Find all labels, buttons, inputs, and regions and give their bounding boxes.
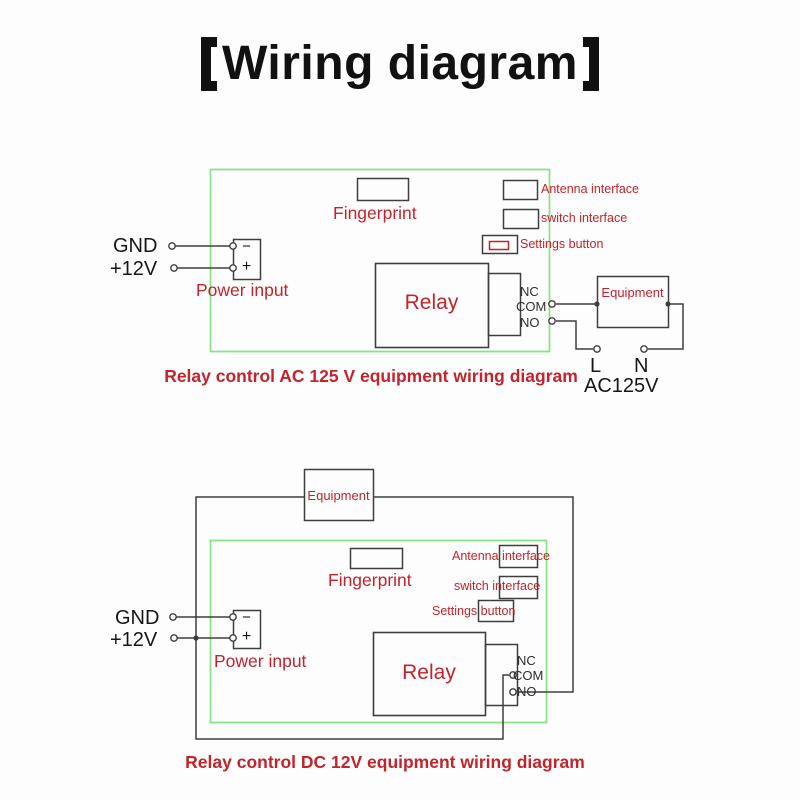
- dc-board-outline: [209, 539, 548, 724]
- ac-line-n-label: N: [634, 355, 649, 377]
- dc-power-input-label: Power input: [214, 651, 307, 671]
- dc-gnd-label: GND: [115, 607, 160, 629]
- ac-settings-box: [481, 234, 519, 255]
- ac-caption: Relay control AC 125 V equipment wiring …: [164, 366, 578, 386]
- ac-antenna-box: [502, 179, 539, 201]
- ac-equipment-label: Equipment: [601, 285, 664, 300]
- dc-12v-terminal: [170, 634, 178, 642]
- ac-antenna-label: Antenna interface: [541, 182, 639, 196]
- dc-nc-label: NC: [517, 653, 536, 668]
- ac-line-l-label: L: [590, 355, 602, 377]
- dc-equipment-label: Equipment: [307, 488, 370, 503]
- ac-equipment-to-n-wire: [648, 303, 684, 350]
- ac-minus-sign: −: [242, 238, 251, 255]
- dc-com-label: COM: [513, 668, 544, 683]
- ac-12v-label: +12V: [110, 258, 158, 280]
- dc-12v-label: +12V: [110, 629, 158, 651]
- ac-nc-label: NC: [520, 284, 539, 299]
- ac-plus-sign: +: [241, 258, 252, 275]
- dc-minus-sign: −: [242, 609, 251, 626]
- dc-plus-sign: +: [241, 628, 252, 645]
- dc-settings-label: Settings button: [432, 604, 516, 618]
- page-title: Wiring diagram: [0, 36, 800, 91]
- dc-relay-label: Relay: [402, 661, 456, 684]
- dc-no-label: NO: [517, 684, 537, 699]
- ac-voltage-label: AC125V: [584, 375, 659, 397]
- ac-power-input-label: Power input: [196, 280, 289, 300]
- ac-relay-label: Relay: [404, 291, 459, 314]
- ac-no-label: NO: [520, 315, 540, 330]
- ac-settings-label: Settings button: [520, 237, 604, 251]
- ac-junction-dot: [594, 301, 600, 307]
- ac-settings-button-icon: [488, 240, 510, 251]
- ac-com-label: COM: [516, 299, 547, 314]
- dc-junction-dot: [193, 635, 199, 641]
- left-lenticular-bracket-icon: [201, 36, 218, 91]
- dc-switch-label: switch interface: [454, 579, 541, 593]
- ac-switch-label: switch interface: [541, 211, 628, 225]
- ac-com-terminal: [548, 300, 556, 308]
- dc-antenna-label: Antenna interface: [452, 549, 550, 563]
- ac-board-outline: [209, 168, 551, 353]
- dc-caption: Relay control DC 12V equipment wiring di…: [185, 752, 585, 772]
- dc-fingerprint-label: Fingerprint: [328, 570, 412, 590]
- ac-gnd-terminal: [168, 242, 176, 250]
- dc-fingerprint-box: [349, 547, 404, 570]
- ac-junction-dot: [665, 301, 671, 307]
- ac-line-l-terminal: [593, 345, 601, 353]
- right-lenticular-bracket-icon: [582, 36, 599, 91]
- dc-gnd-terminal: [169, 613, 177, 621]
- ac-12v-terminal: [170, 264, 178, 272]
- ac-no-to-l-wire: [556, 320, 593, 350]
- page-title-text: Wiring diagram: [222, 37, 578, 90]
- ac-switch-box: [502, 208, 540, 230]
- ac-fingerprint-box: [356, 177, 410, 202]
- ac-line-n-terminal: [640, 345, 648, 353]
- ac-gnd-label: GND: [113, 235, 158, 257]
- ac-no-terminal: [548, 317, 556, 325]
- ac-fingerprint-label: Fingerprint: [333, 203, 417, 223]
- dc-no-terminal: [509, 688, 517, 696]
